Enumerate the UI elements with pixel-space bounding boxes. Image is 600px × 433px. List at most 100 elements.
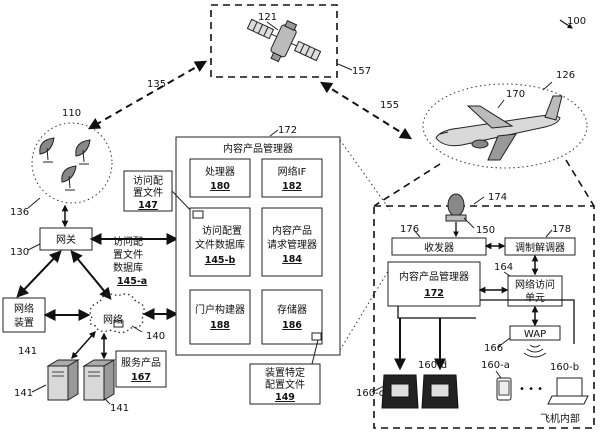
phone-ref: 160-a: [481, 360, 510, 371]
portal-builder-label: 门户构建器: [195, 303, 245, 316]
satellite-ref: 121: [258, 12, 277, 23]
content-manager-title: 内容产品管理器: [223, 142, 293, 155]
processor-ref: 180: [210, 181, 230, 192]
network-if-label: 网络IF: [278, 165, 307, 178]
processor-label: 处理器: [205, 166, 235, 178]
access-db-left-line3: 数据库: [113, 261, 143, 274]
onboard-content-mgr-ref: 172: [424, 288, 444, 299]
access-profile-ref: 147: [138, 200, 158, 211]
ground-circle-ref: 136: [10, 207, 29, 218]
access-db-left: 访问配 置文件 数据库 145-a: [113, 235, 147, 287]
device-profile-line1: 装置特定: [265, 366, 305, 379]
airplane-icon: [435, 95, 563, 161]
content-manager-leader: [269, 129, 279, 137]
nau-line2: 单元: [525, 292, 545, 304]
satellite-icon: [246, 18, 322, 63]
nau-leader: [503, 271, 511, 277]
content-request-mgr-ref: 184: [282, 254, 302, 265]
memory-chip: [311, 332, 322, 341]
seat-screen-icon: [381, 374, 459, 409]
ground-station-circle: [31, 122, 113, 204]
satellite-box-leader: [337, 63, 353, 71]
dish-antenna-icon: [39, 137, 91, 191]
aircraft-ellipse: [422, 83, 588, 169]
access-profile-box: [123, 170, 173, 212]
access-db-left-line1: 访问配: [113, 235, 143, 248]
gateway-netdevice-link: [16, 250, 62, 298]
transceiver-ref: 176: [400, 224, 419, 235]
service-product-label: 服务产品: [121, 356, 161, 369]
phone-leader: [495, 370, 502, 379]
memory-ref: 186: [282, 320, 302, 331]
wap-ref: 166: [484, 343, 503, 354]
network-device-line2: 装置: [14, 316, 34, 329]
antenna-ref: 150: [476, 225, 495, 236]
content-request-mgr-line1: 内容产品: [272, 224, 312, 237]
access-db-line2: 文件数据库: [195, 238, 245, 251]
content-request-mgr-box: [261, 207, 323, 277]
access-profile-line1: 访问配: [133, 174, 163, 187]
satellite-group: 121 157: [210, 4, 371, 78]
network-device-box: [2, 297, 46, 333]
zoom-dash-left: [373, 163, 441, 207]
service-product-ref: 167: [131, 372, 151, 383]
link-satellite-ground: [87, 60, 208, 130]
gateway-ref: 130: [10, 247, 29, 258]
access-db-chip: [192, 210, 204, 219]
wap-leader: [497, 337, 511, 348]
network-cloud-icon: [89, 293, 145, 334]
onboard-content-mgr-label: 内容产品管理器: [399, 270, 469, 283]
network-device-ref: 141: [18, 346, 37, 357]
access-profile-line2: 置文件: [133, 186, 163, 199]
service-product-box: [115, 350, 167, 388]
antenna-icon: [445, 193, 467, 222]
access-db-ref: 145-b: [205, 255, 236, 266]
wap-label: WAP: [524, 329, 546, 340]
system-ref: 100: [567, 16, 586, 27]
device-profile-line2: 配置文件: [265, 378, 305, 391]
server-right-ref: 141: [110, 403, 129, 414]
network-label: 网络: [103, 313, 123, 326]
modem-label: 调制解调器: [515, 241, 565, 254]
content-bus-right: [480, 299, 575, 344]
aircraft-ref: 170: [506, 89, 525, 100]
wap-box: [509, 325, 561, 341]
network-device-line1: 网络: [14, 302, 34, 315]
server-left-ref: 141: [14, 388, 33, 399]
access-db-box: [189, 207, 251, 277]
ellipsis-dots: • • •: [519, 384, 543, 395]
ground-circle-leader: [27, 197, 41, 209]
access-db-line1: 访问配置: [202, 224, 242, 237]
portal-builder-box: [189, 289, 251, 345]
system-ref-arrow: [559, 19, 573, 29]
link-left-ref: 135: [147, 79, 166, 90]
laptop-ref: 160-b: [550, 362, 579, 373]
antenna-leader: [463, 217, 475, 229]
seat-d-ref: 160-d: [418, 360, 447, 371]
modem-ref: 178: [552, 224, 571, 235]
network-server1-link: [71, 330, 96, 360]
ground-group-ref: 110: [62, 108, 81, 119]
server-left-leader: [31, 384, 47, 393]
cabin-interior-label: 飞机内部: [540, 412, 580, 425]
cabin-dashed-box: [373, 205, 595, 429]
gateway-label: 网关: [56, 233, 76, 246]
laptop-icon: [547, 377, 589, 405]
transceiver-label: 收发器: [424, 241, 454, 254]
device-profile-connector: [311, 339, 319, 365]
access-db-left-ref: 145-a: [117, 276, 147, 287]
aircraft-leader: [497, 99, 505, 109]
server-icon: [46, 359, 116, 401]
satellite-box-ref: 157: [352, 66, 371, 77]
device-profile-box: [249, 363, 321, 405]
nau-box: [507, 275, 563, 307]
content-bus-down: [397, 306, 476, 319]
network-ref: 140: [146, 331, 165, 342]
access-db-left-line2: 置文件: [113, 248, 143, 261]
nau-ref: 164: [494, 262, 513, 273]
satellite-leader: [266, 21, 279, 31]
memory-label: 存储器: [277, 303, 307, 316]
onboard-content-mgr-box: [387, 261, 481, 307]
seat-c-ref: 160-c: [356, 388, 384, 399]
modem-box: [504, 237, 576, 256]
